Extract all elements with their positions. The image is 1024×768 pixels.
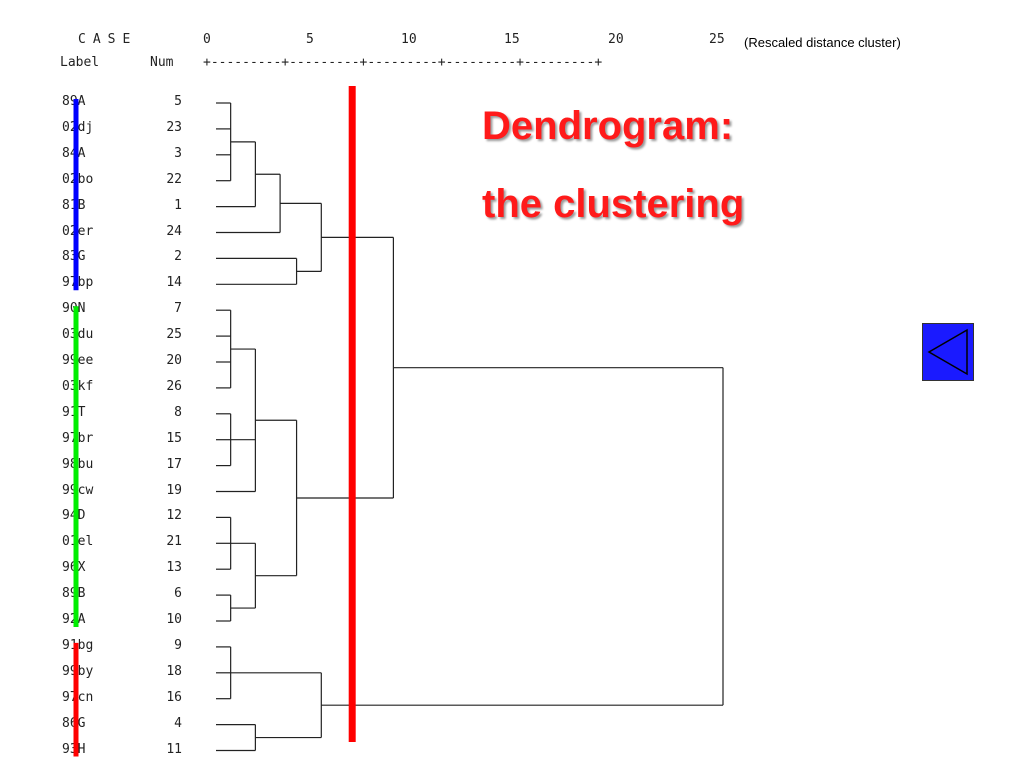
case-number: 10: [166, 612, 182, 627]
case-number: 20: [166, 353, 182, 368]
case-number: 25: [166, 327, 182, 343]
case-number: 13: [166, 560, 182, 576]
axis-tick-10: 10: [401, 32, 417, 47]
back-button[interactable]: [922, 323, 974, 381]
case-number: 5: [174, 94, 182, 109]
distance-axis-rule: +---------+---------+---------+---------…: [203, 55, 603, 70]
case-number: 7: [174, 301, 182, 317]
case-number: 14: [166, 275, 182, 291]
label-column-header: Label: [60, 55, 100, 70]
slide-title-line-2: the clustering: [482, 182, 745, 226]
case-number: 24: [166, 223, 182, 239]
axis-tick-0: 0: [203, 32, 211, 47]
case-number: 15: [166, 430, 182, 446]
axis-tick-5: 5: [306, 32, 314, 47]
case-number: 4: [174, 715, 182, 731]
case-number: 22: [166, 171, 182, 187]
axis-note: (Rescaled distance cluster): [744, 35, 901, 50]
axis-tick-15: 15: [504, 32, 520, 47]
case-number: 9: [174, 637, 182, 653]
case-number: 2: [174, 249, 182, 265]
case-number: 12: [166, 508, 182, 524]
case-number: 17: [166, 456, 182, 472]
case-number: 16: [166, 689, 182, 705]
axis-tick-25: 25: [709, 32, 725, 47]
case-header: CASE: [78, 32, 138, 47]
back-triangle-icon: [927, 328, 968, 376]
case-number: 1: [174, 197, 182, 213]
slide-title-line-1: Dendrogram:: [482, 104, 734, 148]
case-number: 19: [166, 482, 182, 498]
case-number: 6: [174, 586, 182, 602]
axis-tick-20: 20: [608, 32, 624, 47]
case-number: 3: [174, 145, 182, 161]
case-number: 26: [166, 378, 182, 394]
num-column-header: Num: [150, 55, 174, 70]
case-number: 21: [166, 534, 182, 550]
case-number: 8: [174, 404, 182, 420]
case-number: 18: [166, 663, 182, 679]
case-number: 11: [166, 741, 182, 757]
case-number: 23: [166, 119, 182, 135]
